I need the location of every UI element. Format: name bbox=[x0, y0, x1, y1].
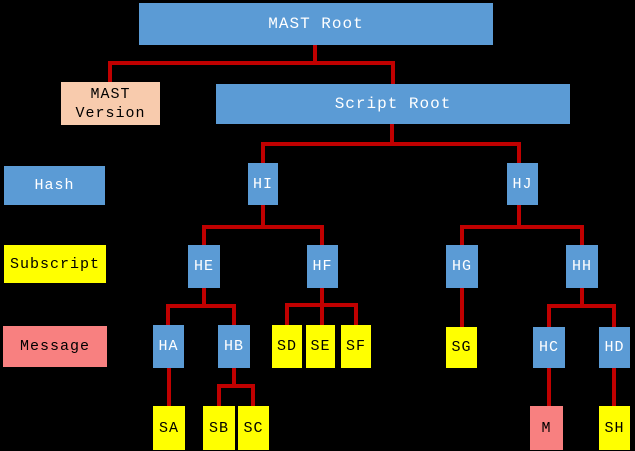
node-sf: SF bbox=[341, 325, 371, 368]
node-sg: SG bbox=[446, 327, 477, 368]
connector-line-script-root bbox=[261, 142, 521, 146]
connector-line-hh bbox=[580, 288, 584, 308]
legend-message: Message bbox=[3, 326, 107, 367]
node-hc: HC bbox=[533, 327, 565, 368]
connector-line-script-root bbox=[390, 124, 394, 146]
connector-line-hh bbox=[547, 304, 616, 308]
node-hi: HI bbox=[248, 163, 278, 205]
node-hf: HF bbox=[307, 245, 338, 288]
connector-line-he bbox=[202, 288, 206, 308]
connector-line-mast-root bbox=[391, 61, 395, 84]
node-hg: HG bbox=[446, 245, 478, 288]
node-hh: HH bbox=[566, 245, 598, 288]
connector-line-he bbox=[166, 304, 170, 325]
node-mast-version: MAST Version bbox=[61, 82, 160, 125]
node-sa: SA bbox=[153, 406, 185, 450]
node-sb: SB bbox=[203, 406, 235, 450]
connector-line-script-root bbox=[261, 142, 265, 163]
connector-line-script-root bbox=[517, 142, 521, 163]
connector-line-hj bbox=[460, 225, 464, 245]
connector-line-hi bbox=[261, 205, 265, 229]
node-se: SE bbox=[306, 325, 335, 368]
connector-line-hb bbox=[232, 368, 236, 388]
connector-line-hb bbox=[217, 384, 221, 406]
connector-line-hi bbox=[202, 225, 206, 245]
node-script-root: Script Root bbox=[216, 84, 570, 124]
node-m: M bbox=[530, 406, 563, 450]
node-sd: SD bbox=[272, 325, 302, 368]
connector-line-hh bbox=[547, 304, 551, 327]
legend-subscript: Subscript bbox=[4, 245, 106, 283]
connector-line-hf bbox=[285, 303, 289, 325]
connector-line-hj bbox=[460, 225, 584, 229]
node-mast-root: MAST Root bbox=[139, 3, 493, 45]
node-hd: HD bbox=[599, 327, 630, 368]
connector-line-hi bbox=[202, 225, 324, 229]
node-sh: SH bbox=[599, 406, 630, 450]
connector-line-hd bbox=[612, 368, 616, 406]
connector-line-hb bbox=[217, 384, 255, 388]
connector-line-mast-root bbox=[313, 45, 317, 65]
legend-hash: Hash bbox=[4, 166, 105, 205]
connector-line-hf bbox=[285, 303, 358, 307]
node-hb: HB bbox=[218, 325, 250, 368]
connector-line-hf bbox=[354, 303, 358, 325]
connector-line-hc bbox=[547, 368, 551, 406]
node-ha: HA bbox=[153, 325, 184, 368]
connector-line-mast-root bbox=[108, 61, 112, 82]
connector-line-hj bbox=[580, 225, 584, 245]
connector-line-ha bbox=[167, 368, 171, 406]
connector-line-he bbox=[232, 304, 236, 325]
connector-line-hj bbox=[517, 205, 521, 229]
node-sc: SC bbox=[238, 406, 269, 450]
connector-line-hg bbox=[460, 288, 464, 327]
connector-line-mast-root bbox=[108, 61, 395, 65]
connector-line-hi bbox=[320, 225, 324, 245]
node-hj: HJ bbox=[507, 163, 538, 205]
connector-line-he bbox=[166, 304, 236, 308]
node-he: HE bbox=[188, 245, 220, 288]
connector-line-hb bbox=[251, 384, 255, 406]
connector-line-hh bbox=[612, 304, 616, 327]
